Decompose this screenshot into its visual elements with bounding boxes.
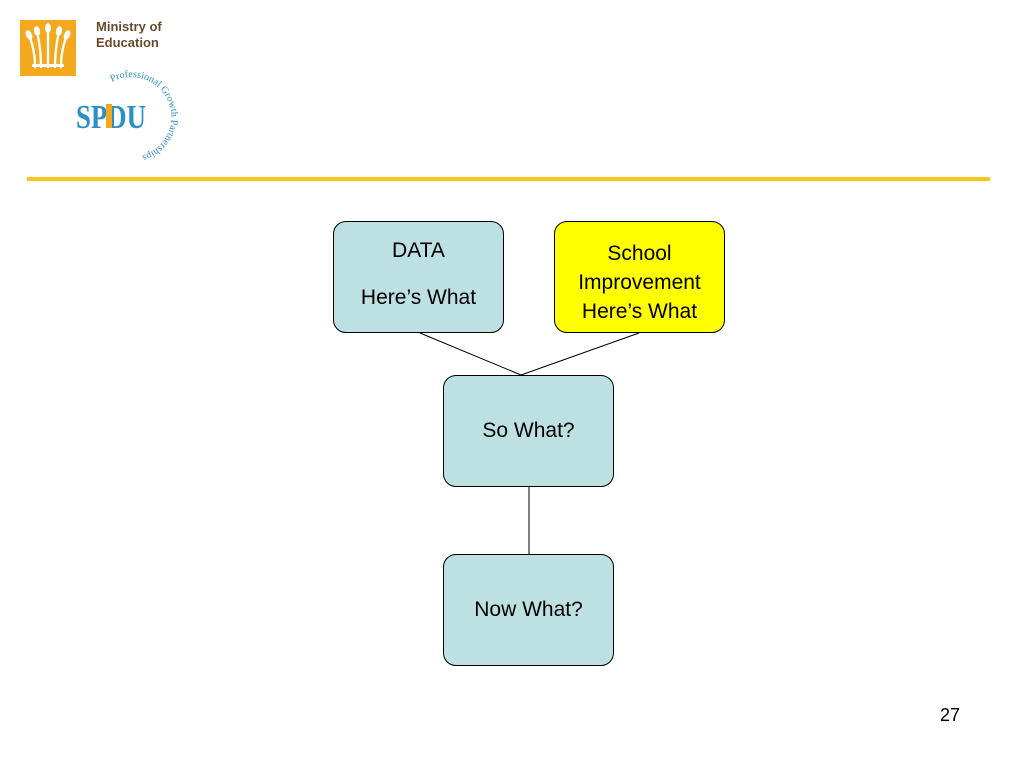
data-box: DATA Here’s What [333, 221, 504, 333]
data-box-title: DATA [392, 239, 445, 262]
ministry-name-line2: Education [96, 35, 159, 50]
connector-school-to-so-what [520, 332, 640, 376]
header-divider [27, 177, 990, 181]
so-what-box: So What? [443, 375, 614, 487]
now-what-label: Now What? [474, 598, 583, 621]
school-box-line2: Improvement [578, 271, 701, 294]
ministry-name-line1: Ministry of [96, 19, 162, 34]
ministry-logo-icon [20, 20, 76, 76]
spdu-accent-icon [106, 104, 112, 128]
school-box-line1: School [607, 242, 672, 265]
school-box-line3: Here’s What [581, 300, 698, 323]
spdu-logo: Professional Growth Partnerships SPDU [72, 68, 182, 168]
ministry-name: Ministry of Education [96, 19, 162, 51]
school-improvement-box: School Improvement Here’s What [554, 221, 725, 333]
so-what-label: So What? [482, 419, 575, 442]
page-number: 27 [939, 705, 961, 725]
connector-data-to-so-what [419, 332, 522, 376]
now-what-box: Now What? [443, 554, 614, 666]
data-box-subtitle: Here’s What [360, 286, 477, 309]
